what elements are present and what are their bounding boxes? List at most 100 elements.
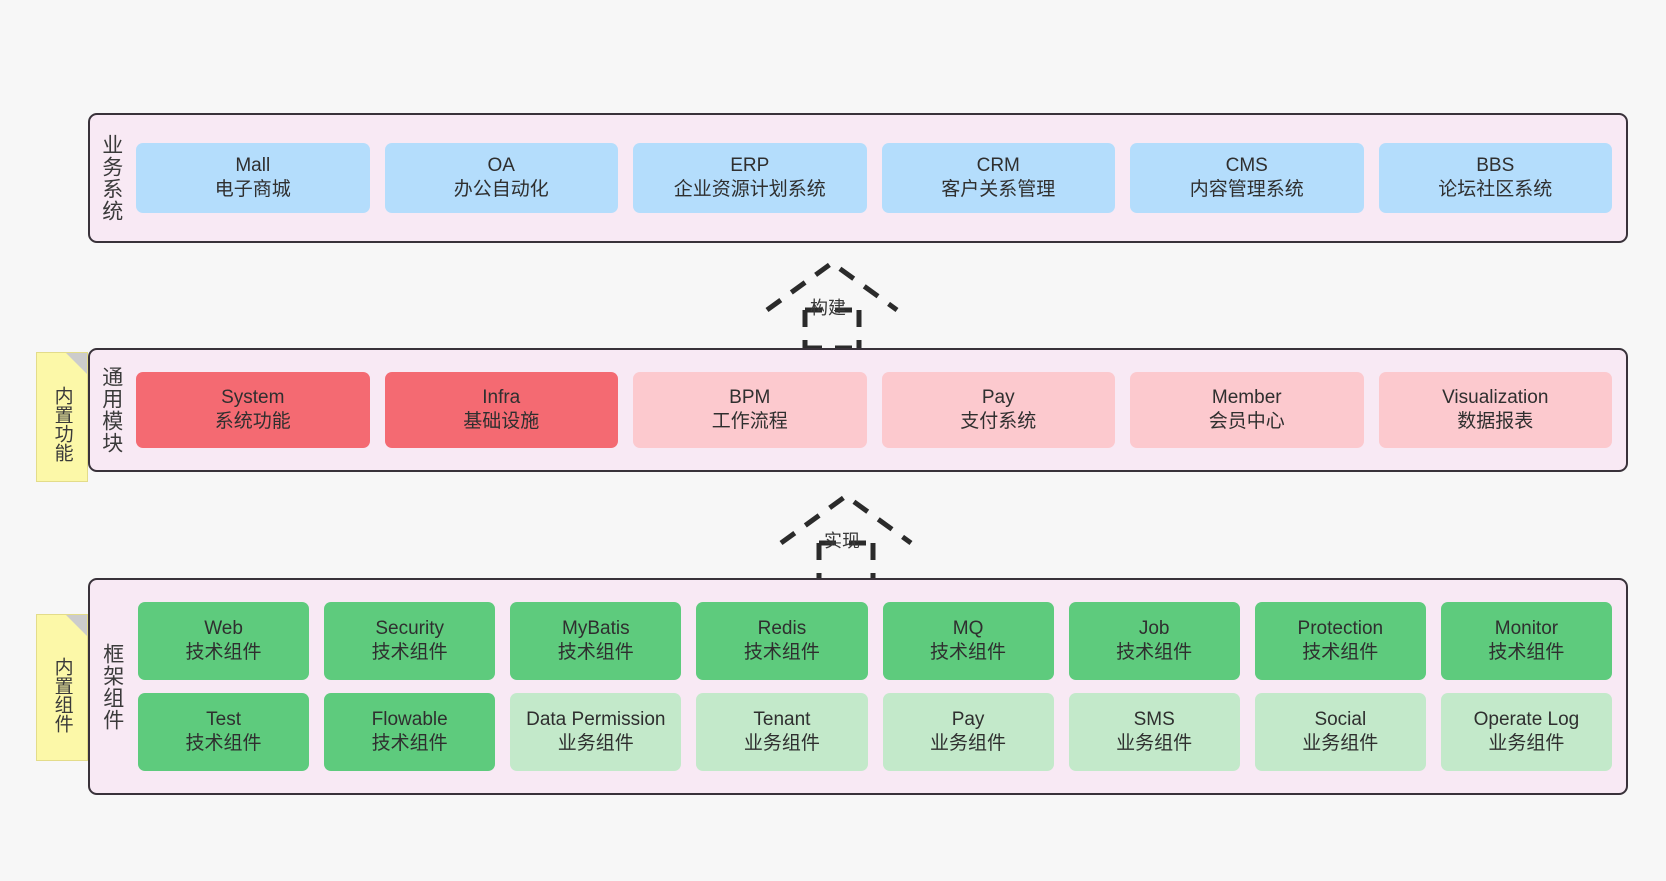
connector-label-build: 构建	[810, 298, 846, 318]
card-title: Test	[206, 708, 241, 730]
sticky-note-builtin-component: 内置组件	[36, 614, 88, 761]
card-subtitle: 技术组件	[743, 642, 820, 663]
card-title: System	[221, 386, 285, 408]
card-subtitle: 技术组件	[185, 642, 262, 663]
card-title: Security	[375, 617, 444, 639]
card-visualization[interactable]: Visualization 数据报表	[1378, 372, 1612, 448]
card-subtitle: 支付系统	[960, 411, 1037, 432]
card-test[interactable]: Test 技术组件	[138, 693, 310, 771]
sticky-note-label: 内置组件	[51, 656, 73, 733]
page-fold-icon	[66, 615, 87, 636]
card-subtitle: 工作流程	[711, 411, 788, 432]
card-subtitle: 业务组件	[1116, 733, 1193, 754]
card-title: Web	[204, 617, 243, 639]
dashed-generalization-arrow-icon	[779, 492, 913, 584]
card-bbs[interactable]: BBS 论坛社区系统	[1378, 143, 1612, 213]
card-subtitle: 数据报表	[1457, 411, 1534, 432]
card-pay-business[interactable]: Pay 业务组件	[882, 693, 1054, 771]
card-title: Infra	[482, 386, 521, 408]
card-subtitle: 系统功能	[214, 411, 291, 432]
card-system[interactable]: System 系统功能	[136, 372, 370, 448]
sticky-note-label: 内置功能	[51, 386, 73, 462]
layer-title-framework-component: 框架组件	[100, 642, 124, 731]
card-title: Data Permission	[526, 708, 666, 730]
card-title: Visualization	[1442, 386, 1549, 408]
card-title: BBS	[1476, 154, 1515, 176]
card-member[interactable]: Member 会员中心	[1130, 372, 1364, 448]
card-crm[interactable]: CRM 客户关系管理	[881, 143, 1115, 213]
card-bpm[interactable]: BPM 工作流程	[633, 372, 867, 448]
card-social[interactable]: Social 业务组件	[1254, 693, 1426, 771]
card-subtitle: 技术组件	[185, 733, 262, 754]
card-pay[interactable]: Pay 支付系统	[881, 372, 1115, 448]
card-subtitle: 基础设施	[463, 411, 540, 432]
card-subtitle: 论坛社区系统	[1438, 179, 1553, 200]
card-tenant[interactable]: Tenant 业务组件	[696, 693, 868, 771]
card-subtitle: 客户关系管理	[941, 179, 1056, 200]
card-subtitle: 电子商城	[214, 179, 291, 200]
card-title: CMS	[1225, 154, 1268, 176]
card-title: Job	[1138, 617, 1170, 639]
card-subtitle: 技术组件	[371, 733, 448, 754]
layer-title-common-module: 通用模块	[99, 366, 123, 454]
page-fold-icon	[66, 353, 87, 374]
card-mybatis[interactable]: MyBatis 技术组件	[510, 602, 682, 680]
card-title: Flowable	[371, 708, 448, 730]
card-flowable[interactable]: Flowable 技术组件	[324, 693, 496, 771]
layer-business-system: 业务系统 Mall 电子商城 OA 办公自动化 ERP 企业资源计划系统 CRM…	[88, 113, 1628, 243]
card-subtitle: 技术组件	[1116, 642, 1193, 663]
card-subtitle: 技术组件	[1488, 642, 1565, 663]
card-title: CRM	[976, 154, 1020, 176]
card-subtitle: 技术组件	[371, 642, 448, 663]
card-subtitle: 办公自动化	[453, 179, 549, 200]
card-infra[interactable]: Infra 基础设施	[384, 372, 618, 448]
card-security[interactable]: Security 技术组件	[324, 602, 496, 680]
card-operate-log[interactable]: Operate Log 业务组件	[1440, 693, 1612, 771]
connector-label-implement: 实现	[824, 531, 860, 551]
card-subtitle: 会员中心	[1208, 411, 1285, 432]
card-title: Pay	[981, 386, 1015, 408]
layer-framework-component: 框架组件 Web 技术组件 Security 技术组件 MyBatis 技术组件…	[88, 578, 1628, 795]
card-cms[interactable]: CMS 内容管理系统	[1130, 143, 1364, 213]
card-title: Protection	[1297, 617, 1384, 639]
card-subtitle: 企业资源计划系统	[673, 179, 826, 200]
card-title: Social	[1314, 708, 1367, 730]
card-mall[interactable]: Mall 电子商城	[136, 143, 370, 213]
card-title: Monitor	[1494, 617, 1559, 639]
card-redis[interactable]: Redis 技术组件	[696, 602, 868, 680]
card-title: Mall	[235, 154, 271, 176]
card-web[interactable]: Web 技术组件	[138, 602, 310, 680]
card-sms[interactable]: SMS 业务组件	[1068, 693, 1240, 771]
card-monitor[interactable]: Monitor 技术组件	[1440, 602, 1612, 680]
card-mq[interactable]: MQ 技术组件	[882, 602, 1054, 680]
card-protection[interactable]: Protection 技术组件	[1254, 602, 1426, 680]
connector-implement: 实现	[771, 491, 921, 584]
card-subtitle: 业务组件	[1488, 733, 1565, 754]
card-subtitle: 技术组件	[557, 642, 634, 663]
card-title: BPM	[729, 386, 771, 408]
card-title: Pay	[951, 708, 985, 730]
dashed-generalization-arrow-icon	[765, 259, 899, 351]
card-title: MyBatis	[562, 617, 630, 639]
card-title: OA	[487, 154, 515, 176]
layer-common-module: 通用模块 System 系统功能 Infra 基础设施 BPM 工作流程 Pay…	[88, 348, 1628, 472]
card-subtitle: 业务组件	[930, 733, 1007, 754]
card-oa[interactable]: OA 办公自动化	[384, 143, 618, 213]
card-title: ERP	[730, 154, 770, 176]
card-title: SMS	[1133, 708, 1175, 730]
card-subtitle: 业务组件	[743, 733, 820, 754]
card-subtitle: 业务组件	[557, 733, 634, 754]
card-data-permission[interactable]: Data Permission 业务组件	[510, 693, 682, 771]
card-row: Web 技术组件 Security 技术组件 MyBatis 技术组件 Redi…	[138, 602, 1612, 680]
card-title: Operate Log	[1473, 708, 1580, 730]
card-title: Redis	[757, 617, 807, 639]
connector-build: 构建	[757, 258, 907, 351]
card-subtitle: 内容管理系统	[1189, 179, 1304, 200]
card-subtitle: 业务组件	[1302, 733, 1379, 754]
card-row: System 系统功能 Infra 基础设施 BPM 工作流程 Pay 支付系统…	[136, 372, 1612, 448]
card-title: MQ	[952, 617, 984, 639]
card-job[interactable]: Job 技术组件	[1068, 602, 1240, 680]
sticky-note-builtin-function: 内置功能	[36, 352, 88, 482]
card-title: Tenant	[753, 708, 811, 730]
card-erp[interactable]: ERP 企业资源计划系统	[633, 143, 867, 213]
